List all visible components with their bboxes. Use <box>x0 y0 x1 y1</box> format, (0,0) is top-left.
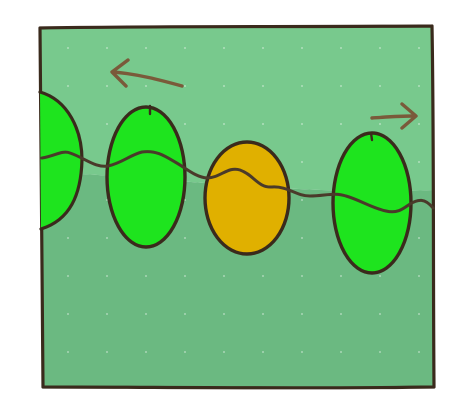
grid-dot <box>379 123 381 125</box>
grid-dot <box>67 275 69 277</box>
grid-dot <box>184 351 186 353</box>
grid-dot <box>106 275 108 277</box>
grid-dot <box>418 237 420 239</box>
grid-dot <box>379 313 381 315</box>
grid-dot <box>262 85 264 87</box>
grid-dot <box>184 85 186 87</box>
grid-dot <box>145 85 147 87</box>
green-oval-right[interactable] <box>333 133 411 273</box>
grid-dot <box>145 275 147 277</box>
grid-dot <box>262 351 264 353</box>
grid-dot <box>340 351 342 353</box>
green-oval-left[interactable] <box>107 107 185 247</box>
grid-dot <box>418 85 420 87</box>
oval-top-tick-right <box>371 133 372 140</box>
grid-dot <box>223 351 225 353</box>
grid-dot <box>301 275 303 277</box>
grid-dot <box>223 47 225 49</box>
grid-dot <box>67 47 69 49</box>
grid-dot <box>301 351 303 353</box>
grid-dot <box>418 313 420 315</box>
grid-dot <box>379 85 381 87</box>
grid-dot <box>106 85 108 87</box>
grid-dot <box>184 237 186 239</box>
grid-dot <box>106 237 108 239</box>
grid-dot <box>262 313 264 315</box>
grid-dot <box>184 275 186 277</box>
grid-dot <box>379 351 381 353</box>
grid-dot <box>301 313 303 315</box>
grid-dot <box>106 313 108 315</box>
grid-dot <box>262 47 264 49</box>
grid-dot <box>262 123 264 125</box>
grid-dot <box>106 351 108 353</box>
grid-dot <box>67 313 69 315</box>
grid-dot <box>67 237 69 239</box>
grid-dot <box>145 313 147 315</box>
grid-dot <box>184 47 186 49</box>
grid-dot <box>418 47 420 49</box>
grid-dot <box>340 85 342 87</box>
grid-dot <box>418 161 420 163</box>
grid-dot <box>340 47 342 49</box>
grid-dot <box>418 275 420 277</box>
grid-dot <box>379 47 381 49</box>
grid-dot <box>418 123 420 125</box>
grid-dot <box>301 85 303 87</box>
grid-dot <box>379 275 381 277</box>
grid-dot <box>223 313 225 315</box>
grid-dot <box>418 351 420 353</box>
grid-dot <box>223 85 225 87</box>
grid-dot <box>67 85 69 87</box>
yellow-oval-center[interactable] <box>205 142 289 254</box>
grid-dot <box>106 123 108 125</box>
grid-dot <box>301 47 303 49</box>
grid-dot <box>301 199 303 201</box>
grid-dot <box>301 161 303 163</box>
grid-dot <box>145 47 147 49</box>
grid-dot <box>145 351 147 353</box>
grid-dot <box>184 123 186 125</box>
grid-dot <box>106 47 108 49</box>
grid-dot <box>184 313 186 315</box>
grid-dot <box>340 275 342 277</box>
grid-dot <box>67 351 69 353</box>
grid-dot <box>340 123 342 125</box>
grid-dot <box>262 275 264 277</box>
grid-dot <box>340 313 342 315</box>
grid-dot <box>223 123 225 125</box>
grid-dot <box>301 123 303 125</box>
grid-dot <box>301 237 303 239</box>
grid-dot <box>223 275 225 277</box>
